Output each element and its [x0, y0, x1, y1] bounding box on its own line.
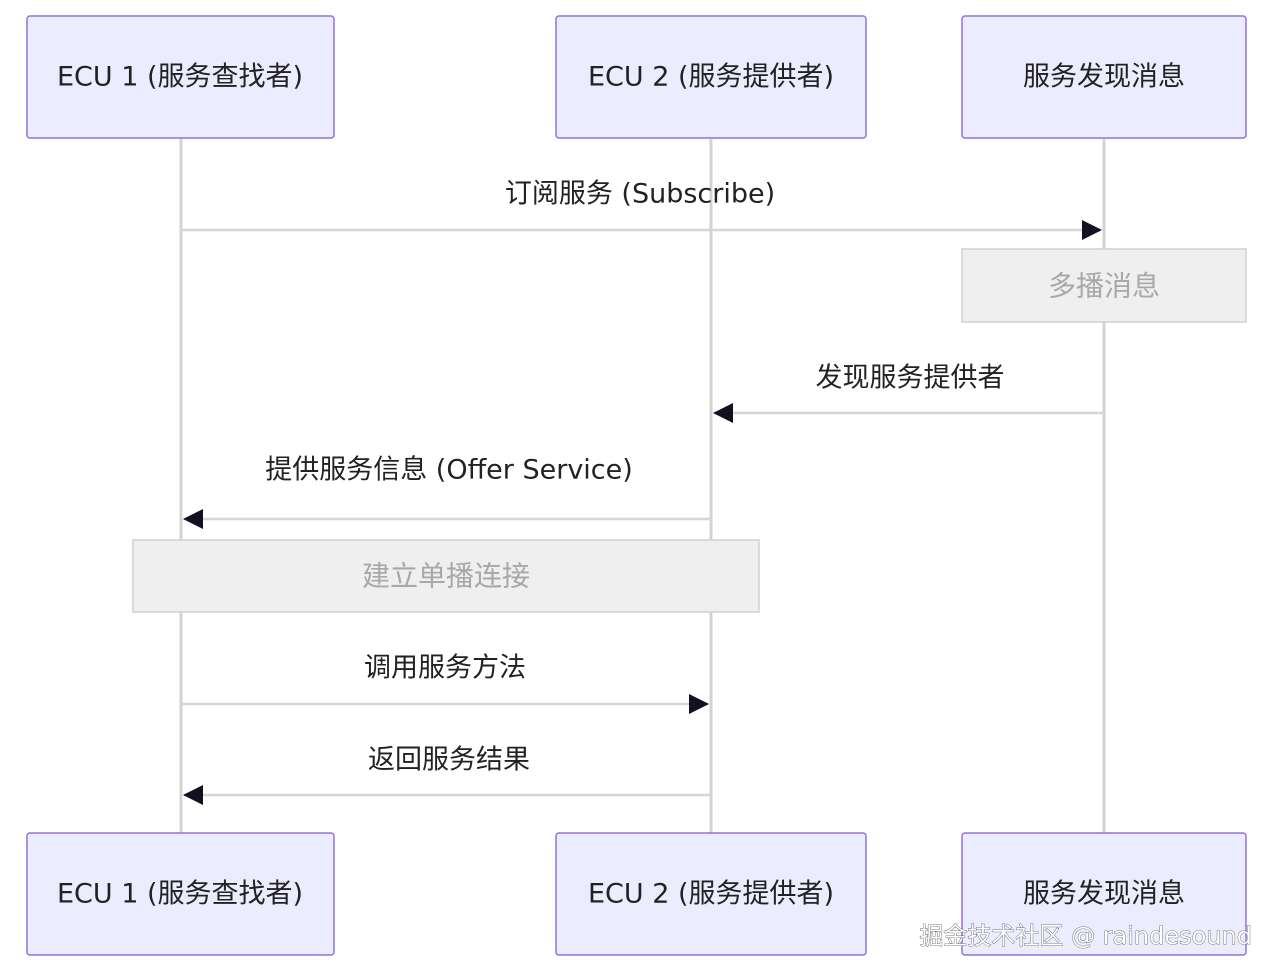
message-return-result-label: 返回服务结果 [368, 745, 530, 776]
message-offer-service: 提供服务信息 (Offer Service) [183, 455, 711, 529]
note-multicast: 多播消息 [961, 248, 1247, 323]
message-discover-provider-label: 发现服务提供者 [816, 363, 1005, 394]
message-return-result: 返回服务结果 [183, 745, 711, 805]
actor-sd-top: 服务发现消息 [961, 15, 1247, 139]
watermark: 掘金技术社区 @ raindesound [919, 922, 1252, 950]
message-discover-provider: 发现服务提供者 [713, 363, 1104, 423]
note-unicast-label: 建立单播连接 [362, 560, 530, 593]
message-offer-service-label: 提供服务信息 (Offer Service) [265, 455, 633, 486]
message-subscribe-label: 订阅服务 (Subscribe) [505, 179, 775, 210]
actor-ecu2-top: ECU 2 (服务提供者) [555, 15, 867, 139]
actor-ecu2-top-label: ECU 2 (服务提供者) [588, 62, 834, 93]
actor-sd-bottom: 服务发现消息 [961, 832, 1247, 956]
note-multicast-label: 多播消息 [1048, 270, 1160, 303]
actor-ecu1-bottom: ECU 1 (服务查找者) [26, 832, 335, 956]
message-subscribe: 订阅服务 (Subscribe) [181, 179, 1102, 240]
actor-sd-bottom-label: 服务发现消息 [1023, 879, 1185, 910]
actor-ecu1-bottom-label: ECU 1 (服务查找者) [57, 879, 303, 910]
actor-ecu1-top-label: ECU 1 (服务查找者) [57, 62, 303, 93]
actor-ecu1-top: ECU 1 (服务查找者) [26, 15, 335, 139]
message-invoke-method: 调用服务方法 [181, 653, 709, 714]
actor-ecu2-bottom-label: ECU 2 (服务提供者) [588, 879, 834, 910]
note-unicast: 建立单播连接 [132, 539, 760, 613]
message-invoke-method-label: 调用服务方法 [364, 653, 526, 684]
actor-sd-top-label: 服务发现消息 [1023, 62, 1185, 93]
actor-ecu2-bottom: ECU 2 (服务提供者) [555, 832, 867, 956]
lifelines [179, 139, 1106, 833]
